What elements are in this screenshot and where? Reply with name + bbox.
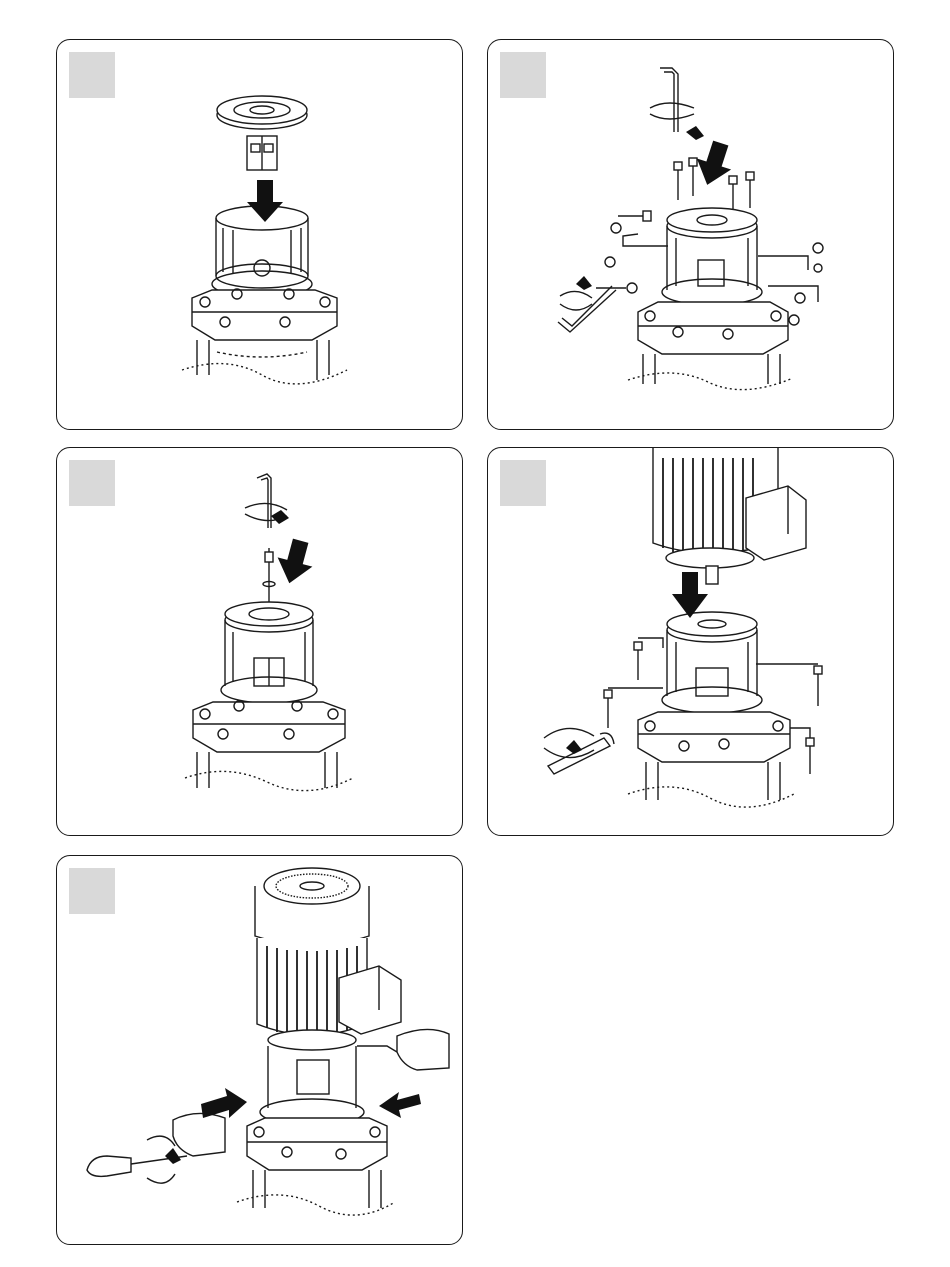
step-panel-5 (56, 855, 463, 1245)
coupling-housing-insert-illustration (57, 40, 463, 430)
bolt-housing-tighten-illustration (488, 40, 894, 430)
coupling-guards-fit-illustration (57, 856, 463, 1245)
step-panel-2 (487, 39, 894, 430)
step-panel-3 (56, 447, 463, 836)
center-screw-tighten-illustration (57, 448, 463, 836)
step-panel-1 (56, 39, 463, 430)
step-panel-4 (487, 447, 894, 836)
motor-mount-illustration (488, 448, 894, 836)
